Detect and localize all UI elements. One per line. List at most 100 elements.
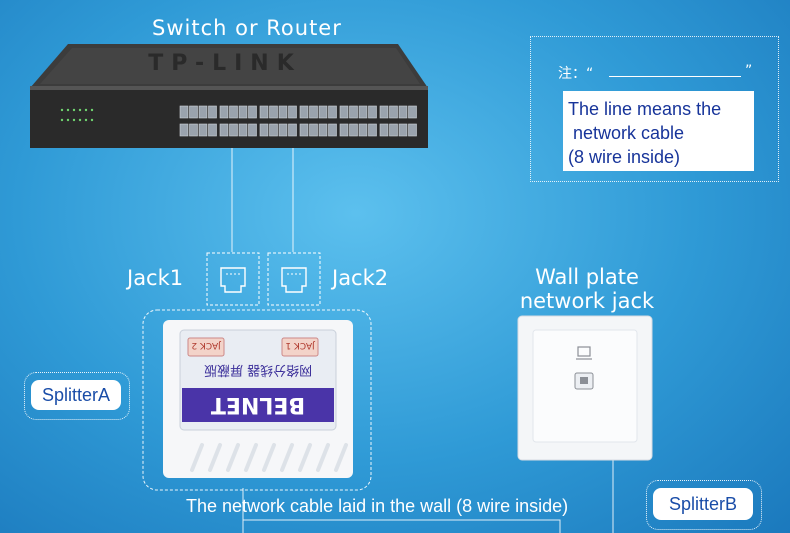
splitter-a-outline xyxy=(24,372,130,420)
wall-plate-label-line2: network jack xyxy=(519,289,655,313)
switch-port xyxy=(309,105,318,119)
splitter-a-tag: SplitterA xyxy=(31,380,121,410)
switch-port xyxy=(198,105,208,119)
switch-led xyxy=(78,108,82,112)
switch-port xyxy=(288,123,297,137)
splitter-brand: BELNET xyxy=(211,392,305,417)
switch-port xyxy=(339,123,349,137)
switch-port xyxy=(339,105,349,119)
sticker-jack2: JACK 2 xyxy=(191,340,221,350)
vent-slot xyxy=(262,443,276,472)
switch-port xyxy=(368,105,377,119)
cable-wall-bottom xyxy=(242,519,561,533)
vent-slot xyxy=(298,443,312,472)
page-title: Switch or Router xyxy=(152,16,342,40)
switch-port xyxy=(229,123,238,137)
switch-port xyxy=(389,123,398,137)
switch-port xyxy=(368,123,377,137)
switch-port xyxy=(238,105,248,119)
switch-port xyxy=(379,105,389,119)
computer-icon xyxy=(576,346,592,360)
switch-port xyxy=(349,105,358,119)
jack2-label: Jack2 xyxy=(332,266,389,290)
switch-port xyxy=(208,105,217,119)
switch-port xyxy=(408,123,417,137)
switch-port xyxy=(269,123,278,137)
sticker-jack1: JACK 1 xyxy=(285,340,315,350)
switch-port xyxy=(229,105,238,119)
switch-led xyxy=(60,118,64,122)
switch-port xyxy=(248,123,257,137)
switch-port xyxy=(219,123,229,137)
switch-port xyxy=(208,123,217,137)
switch-device: TP-LINK xyxy=(30,44,428,148)
switch-port xyxy=(278,105,288,119)
switch-port xyxy=(309,123,318,137)
switch-port xyxy=(248,105,257,119)
vent-slot xyxy=(334,443,348,472)
switch-led xyxy=(66,108,70,112)
splitter-b-tag: SplitterB xyxy=(653,488,753,520)
jack1-icon xyxy=(206,252,260,306)
switch-led xyxy=(60,108,64,112)
switch-port xyxy=(189,105,198,119)
vent-slot xyxy=(190,443,204,472)
cable-lines xyxy=(231,140,614,533)
legend-note: 注：“ ” The line means the network cable (… xyxy=(530,36,779,182)
jack1-label: Jack1 xyxy=(127,266,184,290)
vent-slot xyxy=(244,443,258,472)
switch-led xyxy=(72,108,76,112)
switch-port xyxy=(179,105,189,119)
note-suffix: ” xyxy=(745,63,753,79)
switch-port xyxy=(398,105,408,119)
switch-port xyxy=(219,105,229,119)
vent-slot xyxy=(226,443,240,472)
wall-plate xyxy=(517,315,653,461)
note-text: The line means the network cable (8 wire… xyxy=(563,91,754,171)
switch-port xyxy=(179,123,189,137)
jack2-icon xyxy=(267,252,321,306)
switch-port xyxy=(269,105,278,119)
switch-led xyxy=(90,118,94,122)
switch-port xyxy=(408,105,417,119)
switch-port xyxy=(259,123,269,137)
splitter-b-outline xyxy=(646,480,762,530)
switch-brand: TP-LINK xyxy=(148,51,302,76)
switch-port xyxy=(238,123,248,137)
switch-port xyxy=(398,123,408,137)
vent-slot xyxy=(280,443,294,472)
switch-ports xyxy=(179,105,417,137)
switch-port xyxy=(189,123,198,137)
switch-led xyxy=(84,108,88,112)
wall-plate-label-line1: Wall plate xyxy=(535,265,639,289)
vent-slot xyxy=(316,443,330,472)
switch-port xyxy=(318,105,328,119)
switch-port xyxy=(198,123,208,137)
splitter-chinese-text: 网络分线器 屏蔽版 xyxy=(204,362,312,378)
switch-led xyxy=(78,118,82,122)
switch-port xyxy=(288,105,297,119)
switch-port xyxy=(299,123,309,137)
splitter-slots xyxy=(190,443,348,472)
note-prefix: 注：“ xyxy=(558,66,594,82)
switch-led xyxy=(90,108,94,112)
switch-leds xyxy=(60,108,94,122)
switch-port xyxy=(328,123,337,137)
switch-port xyxy=(389,105,398,119)
switch-port xyxy=(379,123,389,137)
switch-led xyxy=(84,118,88,122)
switch-port xyxy=(318,123,328,137)
switch-led xyxy=(72,118,76,122)
switch-port xyxy=(349,123,358,137)
switch-port xyxy=(278,123,288,137)
splitter-a-device: JACK 2 JACK 1 网络分线器 屏蔽版 BELNET xyxy=(142,309,372,491)
switch-port xyxy=(328,105,337,119)
switch-port xyxy=(358,123,368,137)
switch-port xyxy=(358,105,368,119)
switch-led xyxy=(66,118,70,122)
phone-jack-icon xyxy=(574,372,594,390)
note-line-sample xyxy=(609,76,741,77)
bottom-caption: The network cable laid in the wall (8 wi… xyxy=(186,496,569,516)
